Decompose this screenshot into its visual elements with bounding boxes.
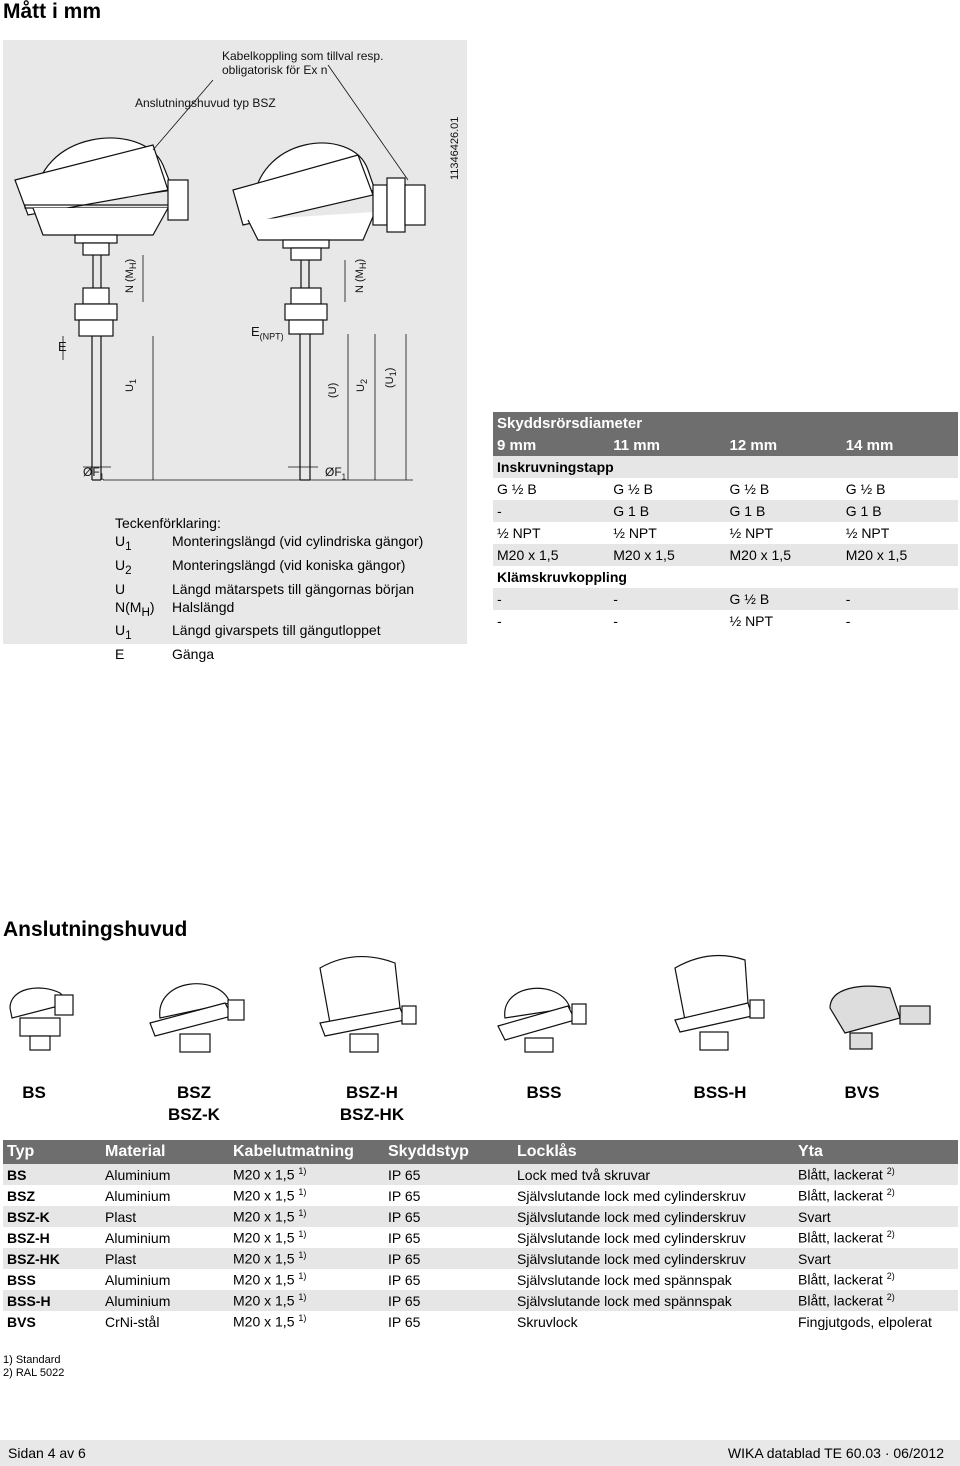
- col-header: 12 mm: [725, 434, 842, 456]
- dim-F1-right: ØF1: [325, 465, 347, 482]
- footnotes: 1) Standard 2) RAL 5022: [3, 1354, 64, 1380]
- head-callout: Anslutningshuvud typ BSZ: [135, 96, 276, 110]
- dim-E: E: [58, 339, 67, 354]
- dim-F1-left: ØF1: [83, 465, 105, 482]
- head-label-bsz: BSZ: [177, 1083, 211, 1102]
- page-footer: Sidan 4 av 6 WIKA datablad TE 60.03 · 06…: [0, 1440, 960, 1466]
- connection-heads-images: [9, 954, 931, 1053]
- dim-E-npt: E(NPT): [251, 324, 284, 342]
- col-header: Locklås: [513, 1140, 794, 1164]
- table-row: --G ½ B-: [493, 588, 958, 610]
- footnote: 1) Standard: [3, 1354, 61, 1366]
- head-image-bss-h: [674, 954, 765, 1051]
- col-header: 9 mm: [493, 434, 610, 456]
- col-header: Yta: [794, 1140, 958, 1164]
- col-header: Material: [101, 1140, 229, 1164]
- page-title: Mått i mm: [3, 0, 102, 23]
- document-reference: WIKA datablad TE 60.03 · 06/2012: [727, 1445, 944, 1461]
- dim-N-right: N (MH): [354, 258, 369, 293]
- table-row: --½ NPT-: [497, 613, 851, 629]
- col-header: Skyddstyp: [384, 1140, 513, 1164]
- dimension-drawing: Kabelkoppling som tillval resp. obligato…: [3, 40, 467, 662]
- head-label-bs: BS: [22, 1083, 46, 1102]
- thermometer-drawing-svg: [14, 64, 426, 481]
- head-image-bss: [497, 987, 587, 1053]
- head-image-bsz-h: [319, 955, 417, 1053]
- head-label-bsz-hk: BSZ-HK: [339, 1105, 405, 1124]
- head-label-bvs: BVS: [844, 1083, 880, 1102]
- head-label-bsz-h: BSZ-H: [346, 1083, 398, 1102]
- diameter-table: Skyddsrörsdiameter 9 mm 11 mm 12 mm 14 m…: [493, 412, 958, 632]
- cable-callout-line2: obligatorisk för Ex n: [222, 63, 328, 77]
- group-heading: Inskruvningstapp: [493, 456, 958, 478]
- footnote: 2) RAL 5022: [3, 1367, 65, 1379]
- dim-U1-left: U1: [124, 378, 139, 392]
- dim-U1-paren: (U1): [384, 367, 399, 388]
- legend-heading: Teckenförklaring:: [115, 515, 221, 531]
- dim-U-paren: (U): [327, 382, 339, 398]
- group-heading: Klämskruvkoppling: [497, 569, 627, 585]
- col-header: Typ: [3, 1140, 101, 1164]
- head-image-bsz: [149, 983, 245, 1053]
- page-number: Sidan 4 av 6: [8, 1445, 86, 1461]
- types-table: Typ Material Kabelutmatning Skyddstyp Lo…: [3, 1140, 958, 1332]
- head-label-bss-h: BSS-H: [693, 1083, 747, 1102]
- head-label-bsz-k: BSZ-K: [168, 1105, 220, 1124]
- col-header: 14 mm: [841, 434, 958, 456]
- dim-N-left: N (MH): [124, 258, 139, 293]
- cable-callout-line1: Kabelkoppling som tillval resp.: [222, 49, 384, 63]
- drawing-code: 11346426.01: [449, 116, 461, 180]
- col-header: 11 mm: [609, 434, 726, 456]
- head-label-bss: BSS: [526, 1083, 562, 1102]
- head-image-bvs: [829, 985, 931, 1050]
- legend-item: N(MH)Halslängd: [115, 598, 235, 619]
- section-title: Anslutningshuvud: [3, 918, 188, 941]
- col-header: Kabelutmatning: [229, 1140, 384, 1164]
- diameter-heading: Skyddsrörsdiameter: [493, 412, 958, 434]
- dim-U2: U2: [355, 378, 370, 392]
- head-image-bs: [9, 987, 74, 1051]
